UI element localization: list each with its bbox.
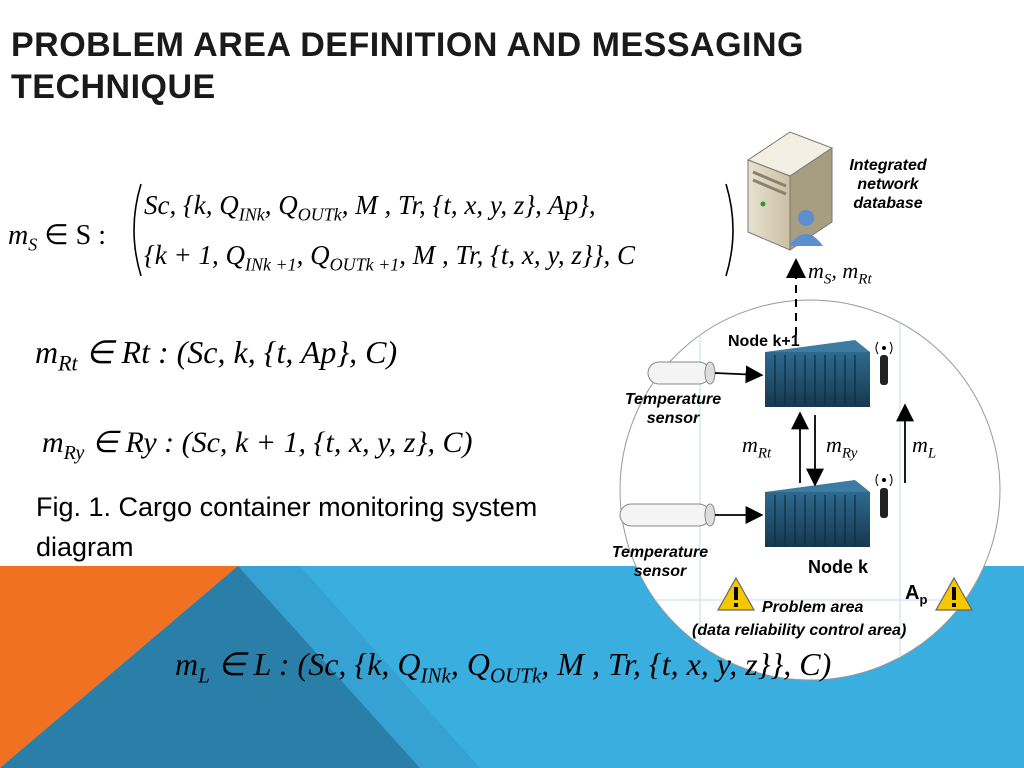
eq-text: , M , Tr, {t, x, y, z}, Ap},	[341, 190, 596, 220]
eq-text: Sc, {k, Q	[144, 190, 239, 220]
eq-text: , Q	[296, 240, 330, 270]
eq-subscript: INk +1	[245, 254, 297, 275]
msg-sub: S	[823, 271, 832, 288]
node-k-label: Node k	[808, 557, 869, 577]
eq-text: ∈ L : (Sc, {k, Q	[217, 646, 421, 682]
eq-set: ∈ S :	[44, 220, 106, 251]
temperature-sensor-top-label: Temperature sensor	[613, 390, 733, 428]
dark-blue-triangle	[0, 566, 420, 768]
title-line-2: TECHNIQUE	[11, 68, 216, 106]
caption-label: Fig. 1	[36, 492, 104, 522]
right-paren-large	[725, 183, 734, 277]
equation-mrt: mRt ∈ Rt : (Sc, k, {t, Ap}, C)	[35, 333, 397, 376]
msg-symbol: m	[826, 432, 842, 457]
msg-sub: Ry	[841, 445, 858, 462]
eq-subscript: Rt	[58, 350, 78, 376]
eq-text: ∈ Ry : (Sc, k + 1, {t, x, y, z}, C)	[91, 426, 473, 459]
equation-ms-row1: Sc, {k, QINk, QOUTk, M , Tr, {t, x, y, z…	[144, 190, 596, 225]
msg-symbol: m	[912, 432, 928, 457]
warning-icon-right	[934, 576, 974, 611]
eq-subscript: S	[28, 234, 38, 255]
equation-ms-row2: {k + 1, QINk +1, QOUTk +1, M , Tr, {t, x…	[144, 240, 635, 275]
title-line-1: PROBLEM AREA DEFINITION AND MESSAGING	[11, 26, 804, 64]
msg-symbol: , m	[831, 258, 859, 283]
message-l-label: mL	[912, 432, 936, 462]
mid-blue-stripe	[238, 566, 480, 768]
database-label-line: network	[857, 176, 919, 193]
antenna-icon-bottom	[875, 473, 893, 518]
message-ms-mrt-label: mS, mRt	[808, 258, 872, 288]
eq-subscript: L	[198, 663, 210, 688]
msg-sub: L	[927, 445, 937, 462]
eq-subscript: INk	[238, 204, 265, 225]
equation-ms-lhs: mS ∈ S :	[8, 218, 106, 256]
caption-text: . Cargo container monitoring system diag…	[36, 492, 538, 562]
temperature-sensor-bottom-label: Temperature sensor	[600, 543, 720, 581]
sensor-label-line: Temperature	[611, 544, 709, 561]
user-icon	[789, 210, 823, 246]
equation-ml: mL ∈ L : (Sc, {k, QINk, QOUTk, M , Tr, {…	[175, 645, 831, 688]
problem-area-sublabel: (data reliability control area)	[692, 622, 907, 639]
eq-symbol: m	[42, 426, 64, 459]
temperature-sensor-bottom	[619, 503, 716, 527]
eq-subscript: OUTk	[489, 663, 542, 688]
database-label-line: database	[853, 195, 923, 212]
ap-symbol: A	[905, 582, 920, 604]
eq-text: , M , Tr, {t, x, y, z}}, C	[399, 240, 635, 270]
page-title: PROBLEM AREA DEFINITION AND MESSAGING TE…	[11, 24, 871, 108]
left-paren-large	[133, 183, 142, 277]
warning-icon-left	[716, 576, 756, 611]
eq-text: {k + 1, Q	[144, 240, 245, 270]
eq-subscript: Ry	[63, 442, 85, 464]
server-icon	[746, 131, 834, 251]
eq-text: ∈ Rt : (Sc, k, {t, Ap}, C)	[85, 334, 398, 370]
antenna-icon-top	[875, 341, 893, 385]
sensor-label-line: Temperature	[624, 391, 722, 408]
eq-subscript: OUTk +1	[329, 254, 400, 275]
msg-sub: Rt	[757, 445, 772, 462]
node-k1-label: Node k+1	[728, 333, 800, 350]
msg-sub: Rt	[858, 271, 872, 288]
eq-symbol: m	[8, 220, 29, 251]
eq-symbol: m	[35, 334, 59, 370]
container-node-k1	[765, 340, 870, 407]
eq-text: , M , Tr, {t, x, y, z}}, C)	[541, 646, 832, 682]
eq-subscript: INk	[420, 663, 451, 688]
eq-subscript: OUTk	[297, 204, 342, 225]
ap-label: Ap	[905, 582, 928, 609]
database-label: Integrated network database	[838, 156, 938, 213]
msg-symbol: m	[742, 432, 758, 457]
database-label-line: Integrated	[849, 157, 927, 174]
ap-sub: p	[919, 592, 928, 607]
message-rt-label: mRt	[742, 432, 771, 462]
eq-text: , Q	[264, 190, 298, 220]
sensor-label-line: sensor	[646, 410, 700, 427]
arrow-sensor-top	[714, 365, 764, 384]
eq-symbol: m	[175, 646, 199, 682]
eq-text: , Q	[450, 646, 490, 682]
sensor-label-line: sensor	[633, 563, 687, 580]
equation-mry: mRy ∈ Ry : (Sc, k + 1, {t, x, y, z}, C)	[42, 425, 472, 465]
figure-caption: Fig. 1. Cargo container monitoring syste…	[36, 487, 556, 567]
temperature-sensor-top	[647, 361, 716, 385]
problem-area-label: Problem area	[762, 599, 864, 616]
msg-symbol: m	[808, 258, 824, 283]
container-node-k	[765, 480, 870, 547]
message-ry-label: mRy	[826, 432, 857, 462]
